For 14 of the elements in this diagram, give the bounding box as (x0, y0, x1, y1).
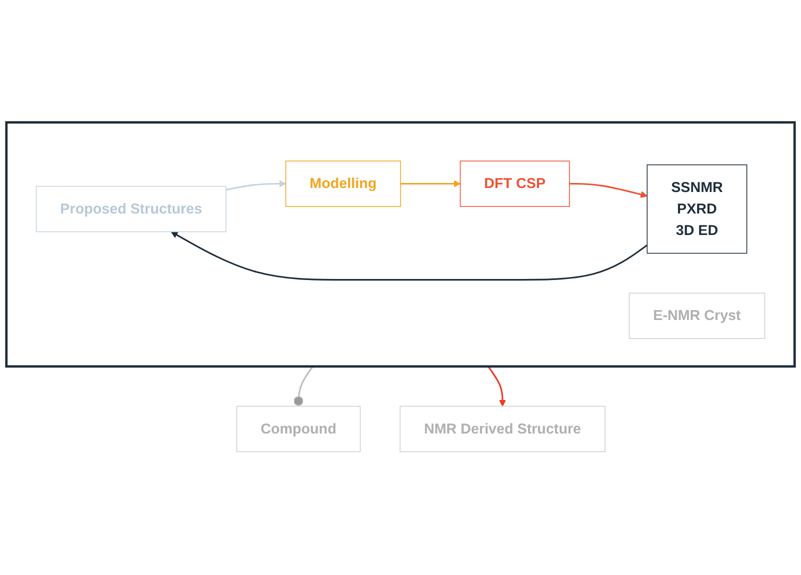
arrow (569, 183, 648, 198)
arrow (170, 232, 648, 282)
node-box: Compound (236, 406, 361, 453)
arrow (488, 366, 506, 408)
arrow (226, 180, 286, 192)
node-box: DFT CSP (460, 161, 570, 208)
cluster (5, 122, 796, 368)
arrow (400, 180, 461, 188)
node-box: E-NMR Cryst (628, 293, 766, 340)
node-box: Modelling (285, 161, 401, 208)
node-box: SSNMR PXRD 3D ED (646, 164, 748, 254)
node-box: Proposed Structures (36, 186, 226, 233)
connector (294, 366, 314, 407)
node-box: NMR Derived Structure (400, 406, 606, 453)
